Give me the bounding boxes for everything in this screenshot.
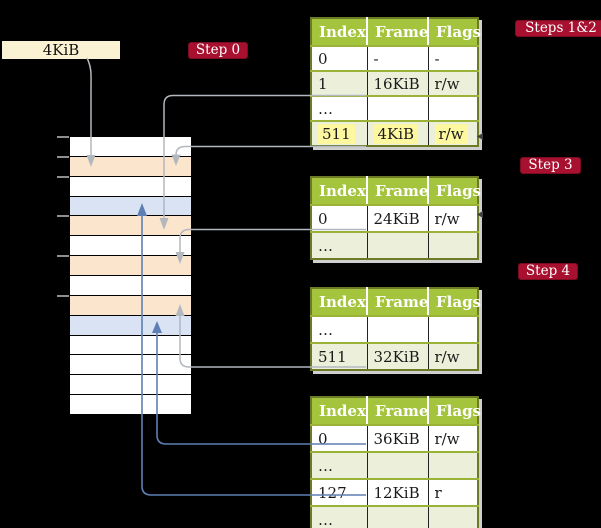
table-cell: 0 [318, 429, 328, 448]
table-cell: 127 [311, 478, 367, 506]
header-cell: Frame [366, 397, 428, 426]
memory-tick [57, 295, 69, 297]
table-cell [366, 316, 428, 343]
memory-row [70, 236, 191, 257]
header-cell: Index [311, 177, 367, 206]
memory-row [70, 355, 191, 376]
table-row-highlighted: 511 4KiB r/w [311, 120, 478, 146]
memory-row [70, 137, 191, 157]
memory-row [70, 395, 191, 415]
table-cell [427, 231, 478, 259]
table-cell [366, 231, 428, 259]
highlighted-value: r/w [434, 123, 468, 144]
page-table-bottom: Index Frame Flags 0 36KiB r/w … 127 12Ki… [310, 396, 481, 528]
header-cell: Frame [366, 288, 428, 317]
table-cell: 12KiB [366, 478, 428, 506]
table-cell [427, 316, 478, 343]
table-cell: 4KiB [366, 120, 428, 146]
memory-row [70, 276, 191, 296]
memory-row [70, 176, 191, 197]
table-cell: 511 [311, 120, 367, 146]
table-cell: 0 [318, 49, 328, 68]
table-cell [427, 451, 478, 479]
table-row: … [311, 451, 478, 479]
header-cell: Index [311, 288, 367, 317]
table-row: … [311, 505, 478, 528]
header-cell: Flags [427, 397, 481, 426]
table-cell: … [311, 505, 367, 528]
table-cell: 32KiB [366, 342, 428, 370]
table-cell [366, 505, 428, 528]
memory-row [70, 156, 191, 177]
table-cell [427, 505, 478, 528]
table-cell: r/w [427, 425, 478, 452]
frame-size-label-box: 4KiB [2, 41, 120, 59]
table-cell: r/w [427, 120, 478, 146]
table-row: … [311, 231, 478, 259]
table-cell: - [366, 46, 428, 71]
memory-row [70, 295, 191, 316]
table-row: … [311, 95, 478, 121]
table-row: 511 32KiB r/w [311, 342, 478, 370]
header-cell: Flags [427, 18, 481, 47]
header-cell: Index [311, 18, 367, 47]
memory-row [70, 375, 191, 396]
table-cell [366, 95, 428, 121]
step-3-badge: Step 3 [520, 157, 581, 174]
memory-tick [57, 136, 69, 138]
frame-size-label: 4KiB [42, 40, 80, 59]
memory-row [70, 335, 191, 356]
steps-1-2-badge: Steps 1&2 [515, 20, 601, 37]
page-table-second: Index Frame Flags 0 24KiB r/w … [310, 176, 481, 260]
memory-tick [57, 255, 69, 257]
memory-tick [57, 215, 69, 217]
highlighted-value: 511 [318, 123, 355, 144]
table-cell: 511 [311, 342, 367, 370]
table-cell: 36KiB [366, 425, 428, 452]
table-cell: … [318, 320, 333, 339]
physical-memory-column [69, 136, 192, 415]
memory-row [70, 256, 191, 277]
table-row: 0 - - [311, 46, 478, 71]
table-cell: … [311, 451, 367, 479]
step-0-badge: Step 0 [188, 42, 248, 59]
step-4-badge: Step 4 [518, 263, 578, 280]
table-cell: 0 [318, 209, 328, 228]
table-cell: 16KiB [366, 70, 428, 96]
memory-row [70, 196, 191, 217]
table-cell: r/w [427, 205, 478, 232]
table-cell [427, 95, 478, 121]
table-row: … [311, 316, 478, 343]
table-cell: 1 [311, 70, 367, 96]
table-row: 0 24KiB r/w [311, 205, 478, 232]
page-table-third: Index Frame Flags … 511 32KiB r/w [310, 287, 481, 371]
header-cell: Index [311, 397, 367, 426]
header-cell: Frame [366, 177, 428, 206]
table-row: 0 36KiB r/w [311, 425, 478, 452]
highlighted-value: 4KiB [373, 123, 419, 144]
table-cell: - [427, 46, 478, 71]
header-cell: Frame [366, 18, 428, 47]
table-row: 127 12KiB r [311, 478, 478, 506]
page-table-top: Index Frame Flags 0 - - 1 16KiB r/w … 51… [310, 17, 481, 147]
table-cell [366, 451, 428, 479]
table-cell: 24KiB [366, 205, 428, 232]
memory-tick [57, 176, 69, 178]
table-cell: r/w [427, 70, 478, 96]
table-row: 1 16KiB r/w [311, 70, 478, 96]
table-cell: … [311, 95, 367, 121]
memory-tick [57, 156, 69, 158]
memory-row [70, 216, 191, 237]
arrow-t1-row511-to-memory [175, 145, 366, 156]
table-cell: r/w [427, 342, 478, 370]
header-cell: Flags [427, 177, 481, 206]
table-cell: … [311, 231, 367, 259]
header-cell: Flags [427, 288, 481, 317]
memory-row [70, 315, 191, 336]
table-cell: r [427, 478, 478, 506]
